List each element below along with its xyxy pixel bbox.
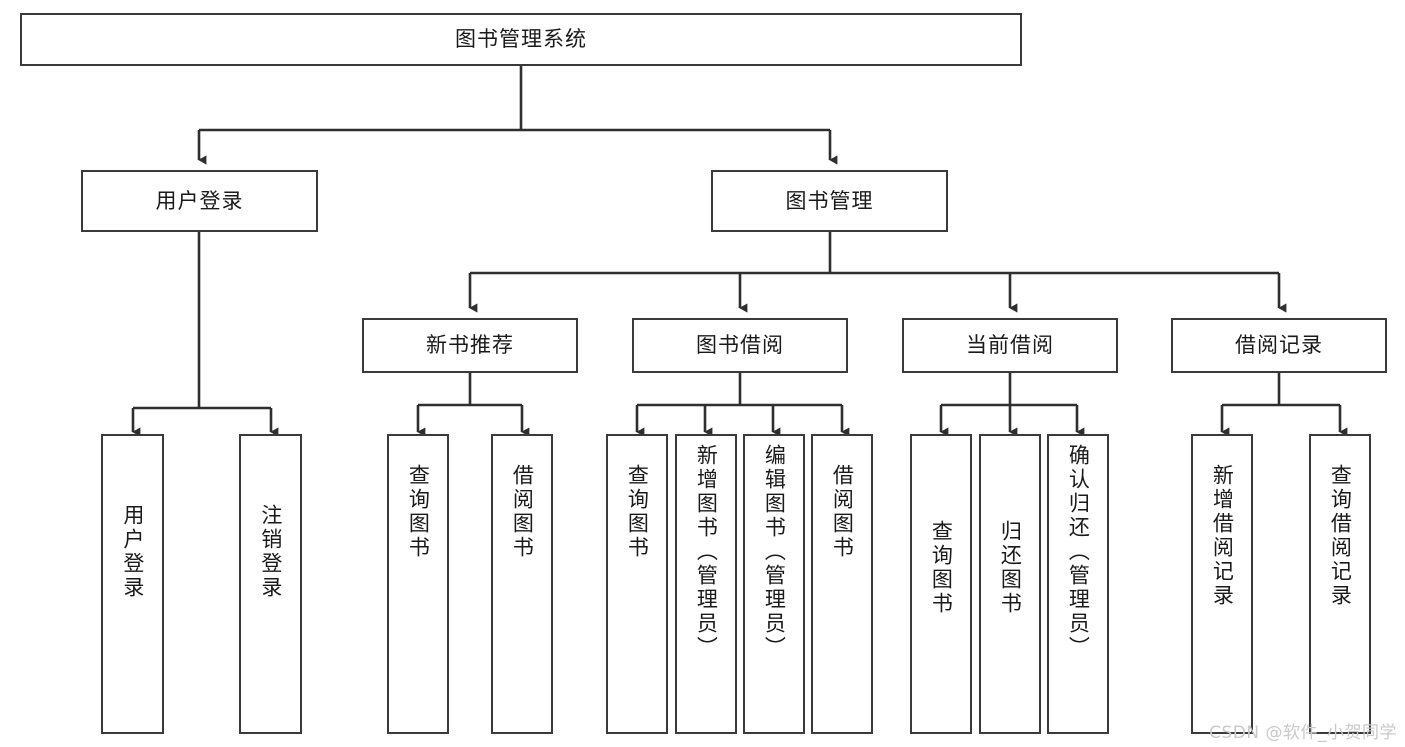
node-current-borrow-label: 当前借阅 bbox=[966, 333, 1054, 358]
leaf-user-login[interactable]: 用户登录 bbox=[101, 434, 164, 734]
node-root[interactable]: 图书管理系统 bbox=[20, 13, 1022, 66]
leaf-record-add[interactable]: 新增借阅记录 bbox=[1191, 434, 1253, 734]
leaf-borrow-edit-book-label: 编辑图书（管理员） bbox=[762, 444, 787, 660]
leaf-newbook-borrow-label: 借阅图书 bbox=[510, 464, 535, 560]
leaf-current-return-book-label: 归还图书 bbox=[998, 520, 1023, 616]
leaf-user-login-label: 用户登录 bbox=[120, 504, 145, 600]
leaf-borrow-add-book[interactable]: 新增图书（管理员） bbox=[675, 434, 737, 734]
leaf-borrow-add-book-label: 新增图书（管理员） bbox=[694, 444, 719, 660]
node-user-login[interactable]: 用户登录 bbox=[81, 170, 318, 232]
leaf-current-confirm-return-label: 确认归还（管理员） bbox=[1066, 444, 1091, 660]
node-borrow-record[interactable]: 借阅记录 bbox=[1171, 318, 1387, 373]
leaf-current-query-book[interactable]: 查询图书 bbox=[910, 434, 972, 734]
leaf-user-logout-label: 注销登录 bbox=[258, 504, 283, 600]
node-book-management-label: 图书管理 bbox=[785, 188, 874, 213]
leaf-record-query[interactable]: 查询借阅记录 bbox=[1309, 434, 1371, 734]
leaf-borrow-borrow-book[interactable]: 借阅图书 bbox=[811, 434, 873, 734]
node-book-borrow-label: 图书借阅 bbox=[696, 333, 784, 358]
node-book-borrow[interactable]: 图书借阅 bbox=[632, 318, 848, 373]
leaf-record-add-label: 新增借阅记录 bbox=[1210, 464, 1235, 608]
leaf-newbook-query[interactable]: 查询图书 bbox=[387, 434, 449, 734]
node-book-management[interactable]: 图书管理 bbox=[711, 170, 948, 232]
leaf-newbook-borrow[interactable]: 借阅图书 bbox=[491, 434, 553, 734]
leaf-record-query-label: 查询借阅记录 bbox=[1328, 464, 1353, 608]
leaf-newbook-query-label: 查询图书 bbox=[406, 464, 431, 560]
node-current-borrow[interactable]: 当前借阅 bbox=[902, 318, 1118, 373]
leaf-borrow-borrow-book-label: 借阅图书 bbox=[830, 464, 855, 560]
node-borrow-record-label: 借阅记录 bbox=[1235, 333, 1323, 358]
leaf-user-logout[interactable]: 注销登录 bbox=[239, 434, 302, 734]
node-root-label: 图书管理系统 bbox=[455, 27, 587, 52]
leaf-current-confirm-return[interactable]: 确认归还（管理员） bbox=[1047, 434, 1109, 734]
leaf-current-query-book-label: 查询图书 bbox=[929, 520, 954, 616]
watermark: CSDN @软件_小贺同学 bbox=[1209, 723, 1397, 743]
node-new-book-recommend[interactable]: 新书推荐 bbox=[362, 318, 578, 373]
leaf-current-return-book[interactable]: 归还图书 bbox=[979, 434, 1041, 734]
node-user-login-label: 用户登录 bbox=[155, 188, 244, 213]
leaf-borrow-edit-book[interactable]: 编辑图书（管理员） bbox=[743, 434, 805, 734]
node-new-book-recommend-label: 新书推荐 bbox=[426, 333, 514, 358]
leaf-borrow-query-book[interactable]: 查询图书 bbox=[606, 434, 668, 734]
leaf-borrow-query-book-label: 查询图书 bbox=[625, 464, 650, 560]
